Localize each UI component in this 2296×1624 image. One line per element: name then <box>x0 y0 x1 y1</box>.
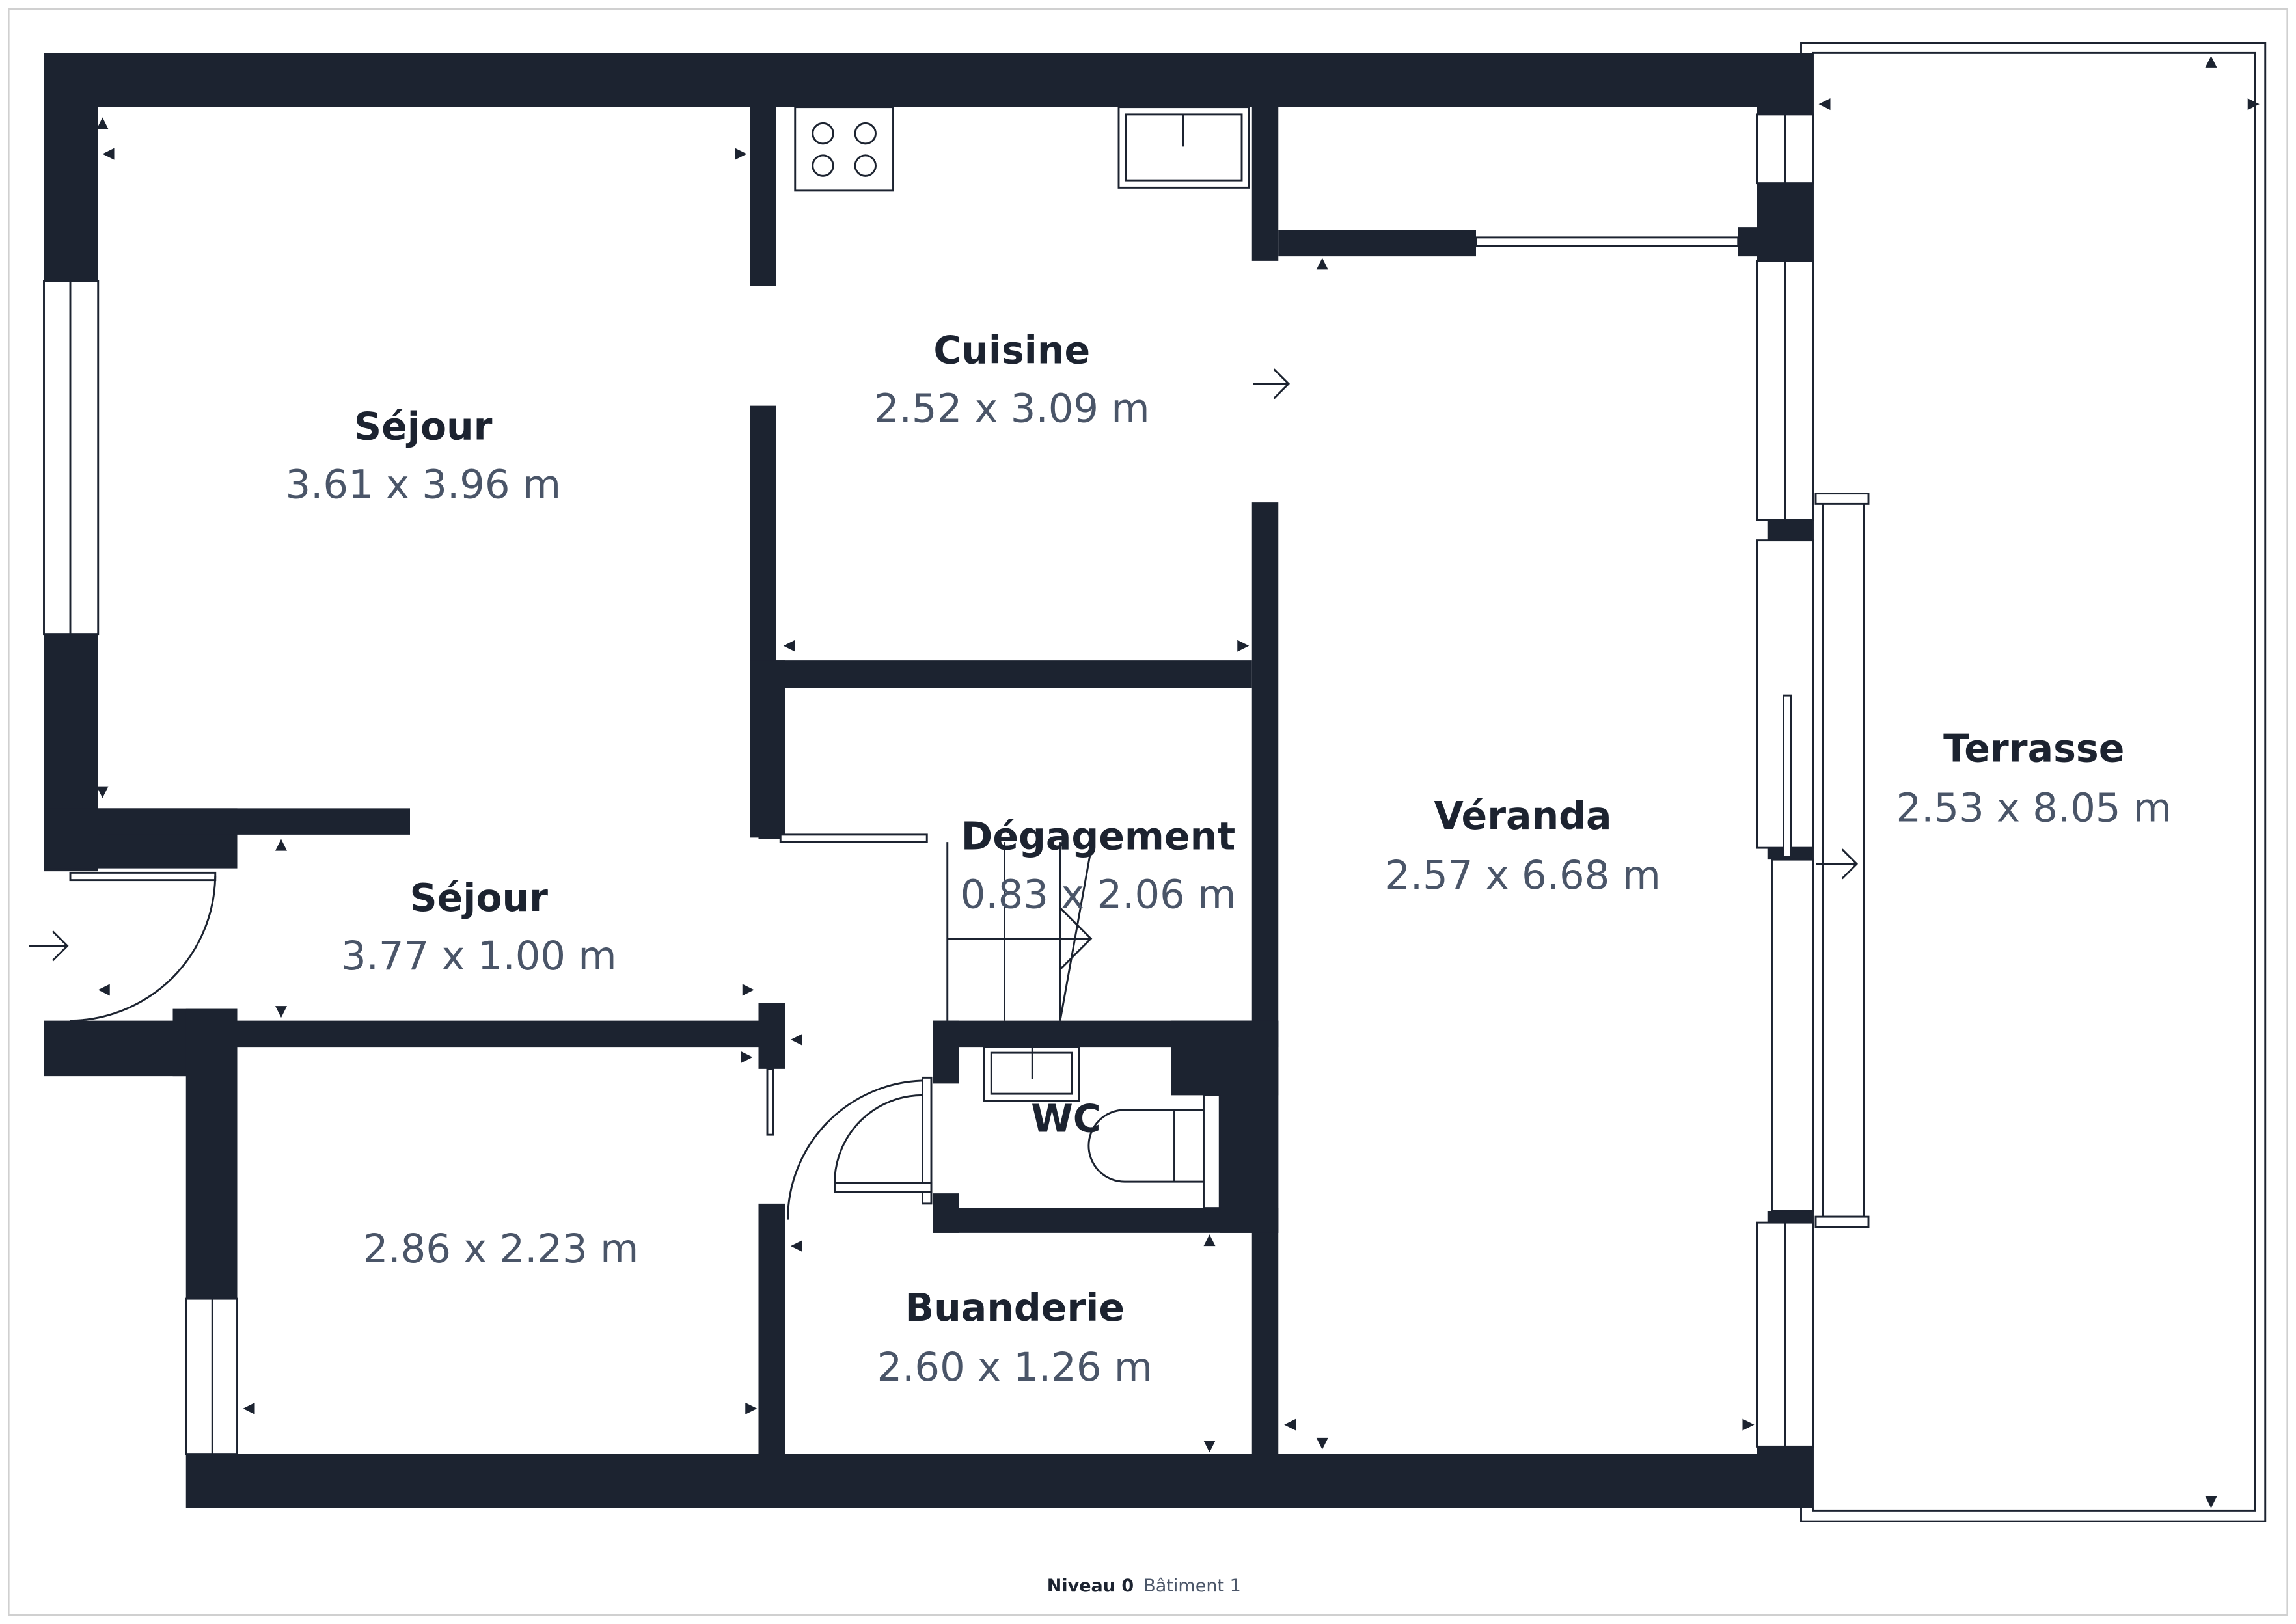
room-dims-cuisine: 2.52 x 3.09 m <box>874 386 1150 431</box>
room-name-sejour-top: Séjour <box>354 404 493 448</box>
room-dims-terrasse: 2.53 x 8.05 m <box>1896 786 2172 832</box>
doors <box>69 871 933 1220</box>
dimension-markers <box>96 55 2260 1508</box>
walls <box>44 53 1813 1508</box>
footer-level: Niveau 0 <box>1047 1576 1134 1596</box>
room-dims-degagement: 0.83 x 2.06 m <box>961 872 1237 917</box>
wc-sink <box>983 1046 1080 1102</box>
terrasse-outline <box>1800 42 2267 1522</box>
kitchen-hob <box>794 106 894 192</box>
room-name-veranda: Véranda <box>1434 794 1611 838</box>
windows <box>43 113 1814 1455</box>
stairs <box>946 841 1093 1021</box>
room-dims-sejour-bottom: 3.77 x 1.00 m <box>341 934 617 979</box>
kitchen-sink <box>1117 106 1250 189</box>
room-name-cuisine: Cuisine <box>933 328 1090 372</box>
room-name-buanderie: Buanderie <box>905 1286 1125 1330</box>
room-dims-sejour-top: 3.61 x 3.96 m <box>285 462 561 508</box>
room-dims-buanderie: 2.60 x 1.26 m <box>877 1345 1153 1390</box>
terrace-railing <box>1814 493 1870 1228</box>
room-name-sejour-bottom: Séjour <box>409 876 548 920</box>
room-dims-veranda: 2.57 x 6.68 m <box>1385 853 1661 899</box>
toilet <box>1087 1094 1221 1210</box>
room-name-terrasse: Terrasse <box>1943 726 2124 770</box>
entry-arrows <box>29 368 1859 962</box>
room-name-degagement: Dégagement <box>961 814 1235 858</box>
room-dims-chambre: 2.86 x 2.23 m <box>363 1226 639 1272</box>
room-name-wc: WC <box>1031 1097 1100 1141</box>
footer-building: Bâtiment 1 <box>1143 1576 1241 1596</box>
